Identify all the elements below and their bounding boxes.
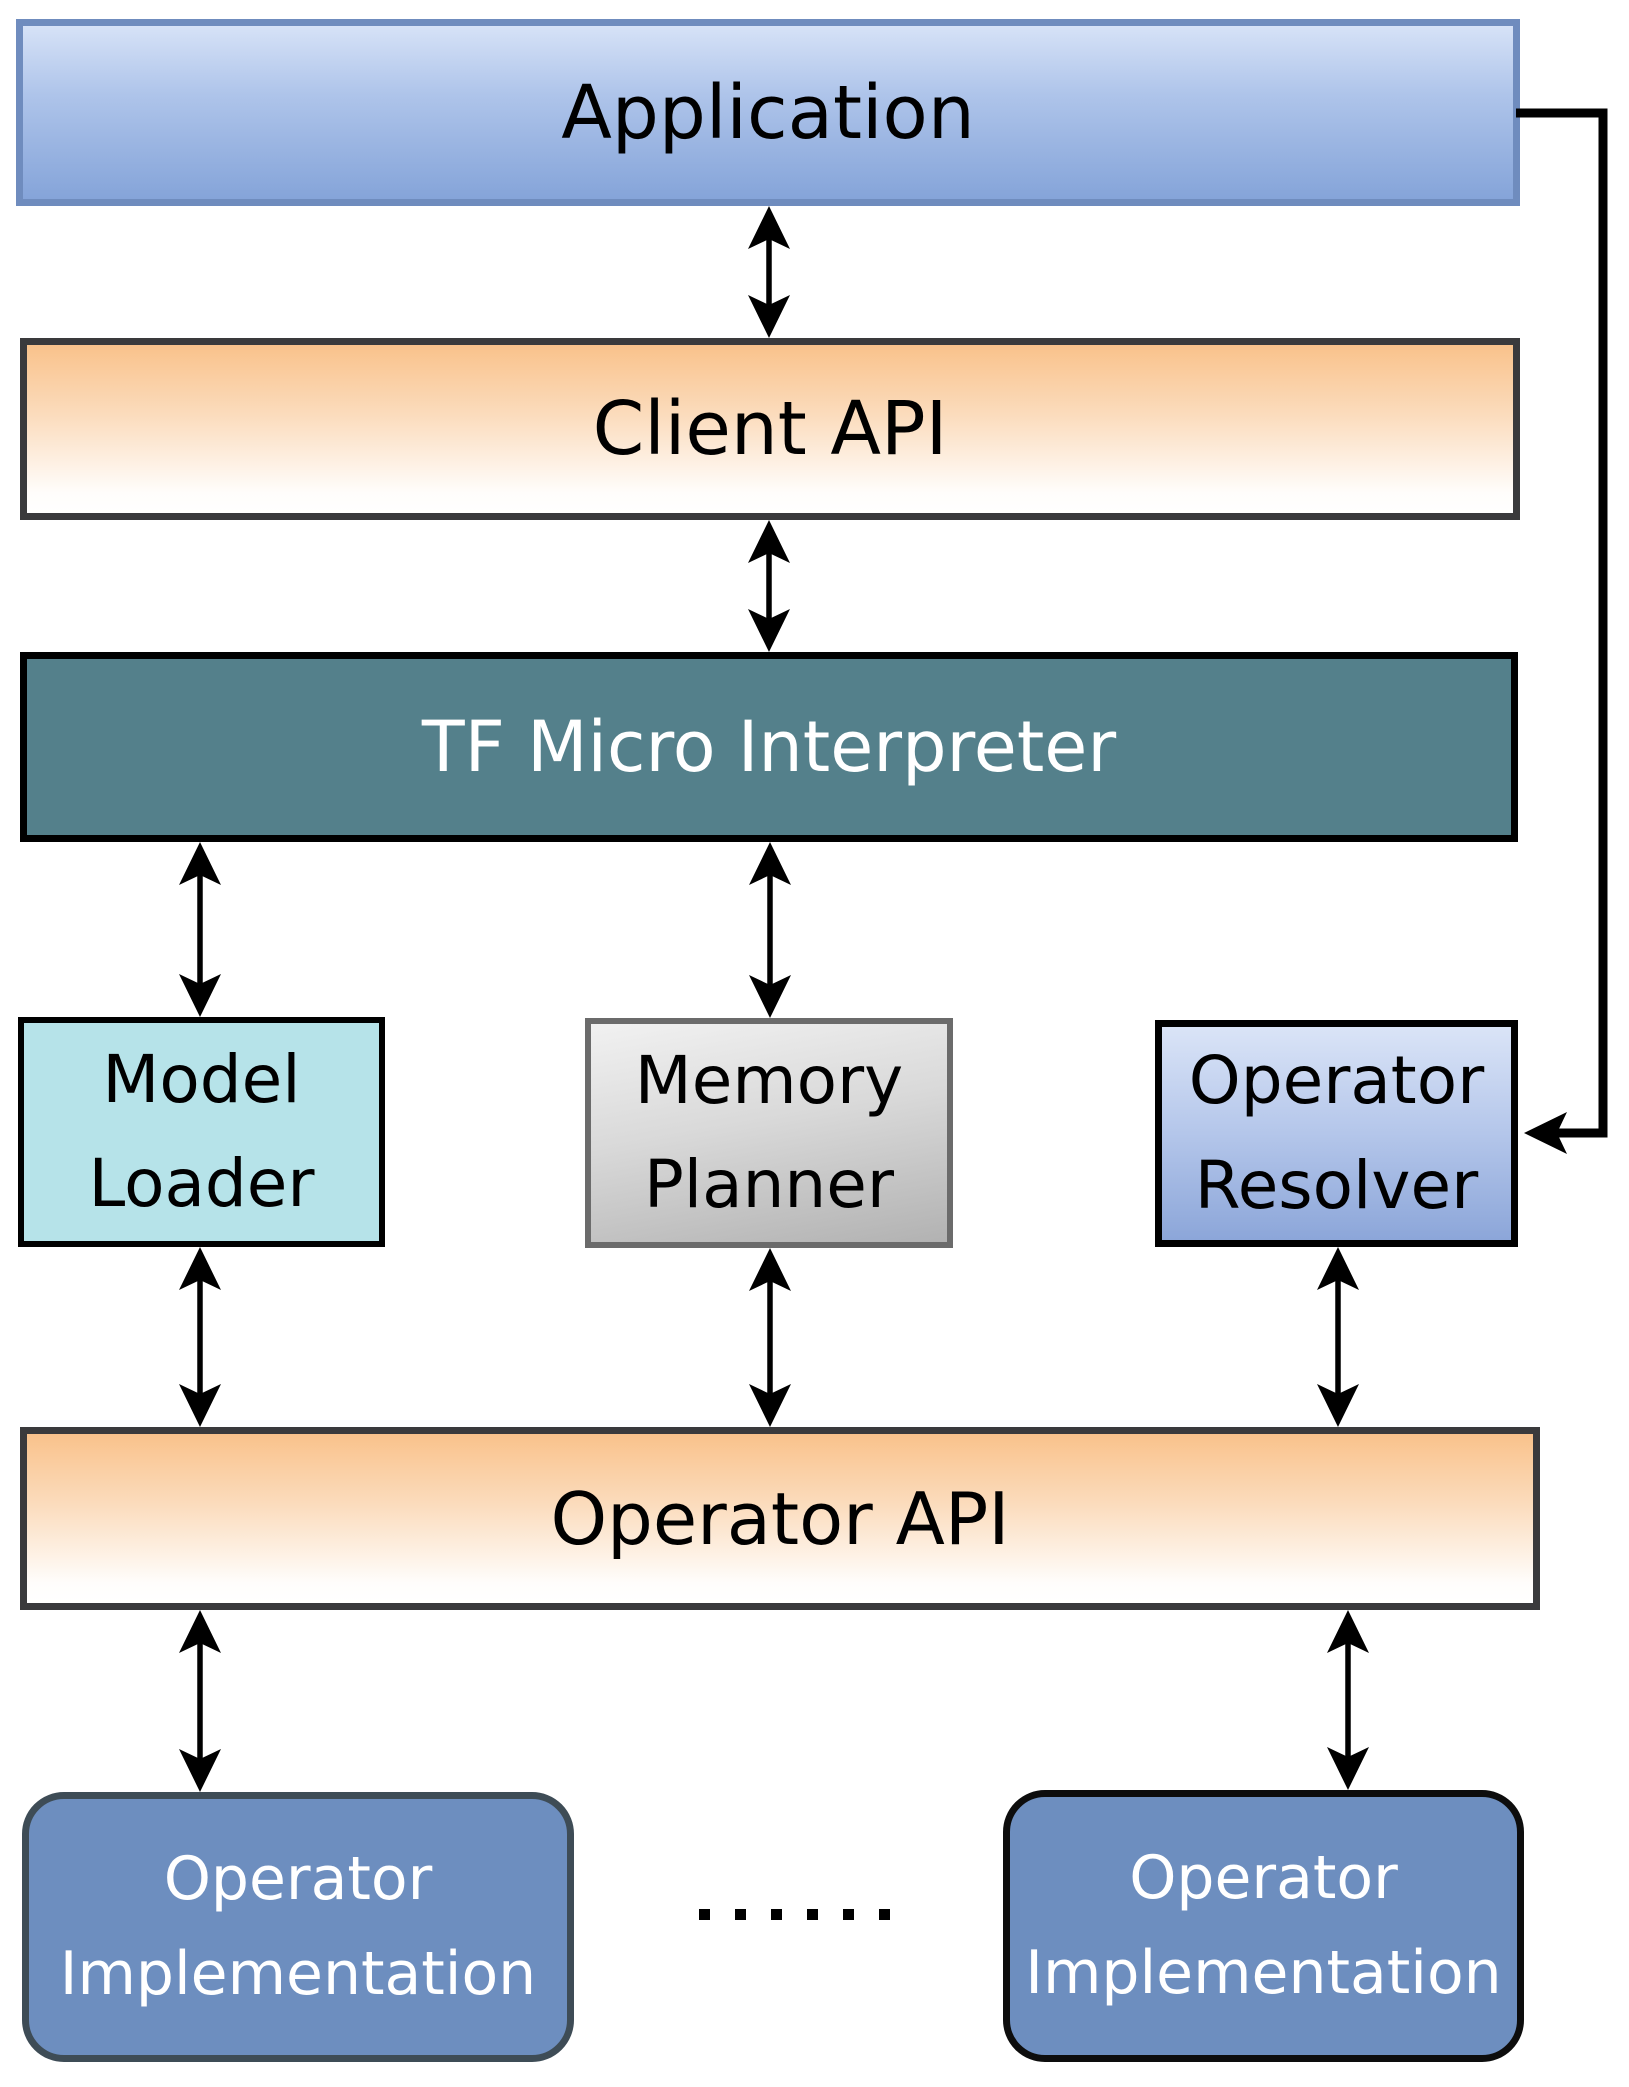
arrow-application-clientapi: [748, 206, 790, 338]
arrow-operatorapi-implleft: [179, 1610, 221, 1792]
dot: [771, 1909, 782, 1920]
node-operator-implementation-left-label-line1: Operator: [163, 1844, 433, 1915]
node-model-loader-label-line1: Model: [102, 1040, 301, 1118]
node-client-api: Client API: [20, 338, 1520, 520]
node-client-api-label: Client API: [592, 386, 948, 472]
arrow-modelloader-operatorapi: [179, 1247, 221, 1427]
arrow-interpreter-memoryplanner: [749, 842, 791, 1018]
node-application-label: Application: [561, 69, 975, 156]
dot: [699, 1909, 710, 1920]
node-memory-planner-label-line2: Planner: [644, 1146, 894, 1223]
arrow-operatorapi-implright: [1327, 1610, 1369, 1790]
dot: [807, 1909, 818, 1920]
dot: [735, 1909, 746, 1920]
node-model-loader: Model Loader: [18, 1017, 385, 1247]
arrow-clientapi-interpreter: [748, 520, 790, 652]
dot: [843, 1909, 854, 1920]
node-operator-implementation-left-label-line2: Implementation: [59, 1939, 537, 2009]
node-memory-planner: Memory Planner: [585, 1018, 953, 1248]
arrow-interpreter-modelloader: [179, 842, 221, 1017]
ellipsis-separator: [699, 1909, 890, 1920]
node-operator-api-label: Operator API: [550, 1476, 1010, 1561]
node-memory-planner-label-line1: Memory: [634, 1041, 904, 1119]
node-tf-micro-interpreter-label: TF Micro Interpreter: [421, 706, 1117, 788]
arrow-memoryplanner-operatorapi: [749, 1248, 791, 1427]
arrow-operatorresolver-operatorapi: [1317, 1247, 1359, 1427]
node-operator-implementation-left: Operator Implementation: [22, 1792, 574, 2062]
node-operator-api: Operator API: [20, 1427, 1540, 1610]
node-operator-resolver-label-line2: Resolver: [1194, 1146, 1479, 1224]
node-operator-implementation-right-label-line2: Implementation: [1025, 1938, 1502, 2008]
node-operator-implementation-right: Operator Implementation: [1003, 1790, 1524, 2062]
node-operator-resolver-label-line1: Operator: [1188, 1042, 1485, 1120]
node-operator-resolver: Operator Resolver: [1155, 1020, 1518, 1247]
node-application: Application: [16, 19, 1520, 206]
node-operator-implementation-right-label-line1: Operator: [1129, 1843, 1398, 1914]
node-tf-micro-interpreter: TF Micro Interpreter: [20, 652, 1518, 842]
node-model-loader-label-line2: Loader: [88, 1145, 315, 1222]
arrow-application-operatorresolver: [1516, 108, 1608, 1154]
dot: [879, 1909, 890, 1920]
